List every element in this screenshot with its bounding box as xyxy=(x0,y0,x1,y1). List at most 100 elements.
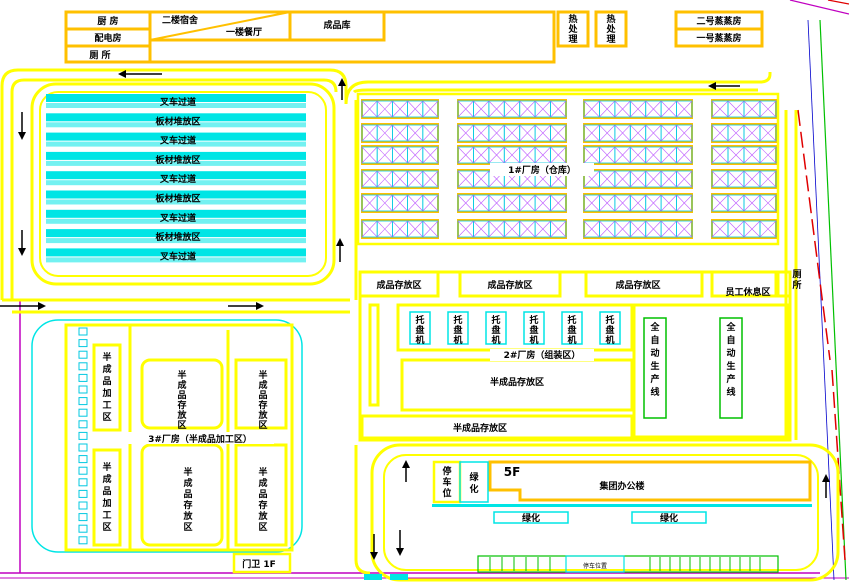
pallet-machine-5-char-1: 托 xyxy=(567,314,576,326)
plant-3-column-boxes xyxy=(78,327,88,545)
auto-line-2-char-5: 产 xyxy=(726,373,735,385)
kitchen-label: 厨 房 xyxy=(97,15,118,27)
rack xyxy=(711,123,777,143)
semi-store-2-char-4: 存 xyxy=(258,399,267,411)
yard-row-label: 叉车过道 xyxy=(159,96,196,108)
auto-line-2-char-2: 自 xyxy=(726,334,735,346)
pallet-machine-1-char-2: 盘 xyxy=(415,324,424,336)
semi-store-2-char-2: 成 xyxy=(258,379,267,391)
processing-top-char-5: 工 xyxy=(102,400,111,411)
semi-store-3-char-3: 品 xyxy=(183,489,192,500)
warehouse-1 xyxy=(356,92,780,246)
heat-treat-2-char-2: 处 xyxy=(605,23,616,35)
rack xyxy=(711,193,777,213)
auto-line-2-char-3: 动 xyxy=(726,348,735,359)
warehouse-racks xyxy=(361,99,777,239)
semi-store-3-char-5: 放 xyxy=(182,510,193,522)
rack xyxy=(361,123,439,143)
pallet-machine: 托盘机 xyxy=(485,311,507,346)
semi-store-3-char-4: 存 xyxy=(183,499,192,511)
semi-store-3-char-1: 半 xyxy=(183,466,192,478)
parking-char-3: 位 xyxy=(442,487,451,499)
semi-store-4-char-3: 品 xyxy=(258,489,267,500)
semi-store-3: 半成品存放区 xyxy=(182,466,193,533)
auto-lines xyxy=(643,317,743,419)
semi-store-3-char-2: 成 xyxy=(183,477,192,489)
yard-row: 板材堆放区 xyxy=(46,151,306,166)
plant-2-title-bg xyxy=(490,349,594,361)
pallet-machine-1-char-1: 托 xyxy=(415,314,424,326)
finished-area-c: 成品存放区 xyxy=(615,279,660,291)
warehouse-title-bg xyxy=(490,163,594,176)
rack xyxy=(361,99,439,119)
semi-store-3-char-6: 区 xyxy=(183,522,192,533)
pallet-machine-3-char-1: 托 xyxy=(491,314,500,326)
rack xyxy=(583,193,693,213)
semi-store-4-char-6: 区 xyxy=(258,522,267,533)
semi-store-4: 半成品存放区 xyxy=(257,466,268,533)
rack xyxy=(457,123,567,143)
plant-3-title-bg xyxy=(124,432,274,444)
pallet-machine-4-char-1: 托 xyxy=(529,314,538,326)
yard-row-label: 叉车过道 xyxy=(159,173,196,185)
plant-2-title: 2#厂房（组装区） xyxy=(504,349,581,361)
rack xyxy=(583,219,693,239)
semi-store-4-char-4: 存 xyxy=(258,499,267,511)
semi-store-4-char-5: 放 xyxy=(257,510,268,522)
pallet-machine: 托盘机 xyxy=(409,311,431,346)
pallet-machine: 托盘机 xyxy=(599,311,621,346)
auto-line-2-char-1: 全 xyxy=(725,321,736,333)
pallet-machine-3-char-2: 盘 xyxy=(491,324,500,336)
rack xyxy=(583,123,693,143)
yard-row-label: 板材堆放区 xyxy=(155,154,200,166)
rack xyxy=(361,219,439,239)
yard-row: 叉车过道 xyxy=(46,132,306,147)
rack xyxy=(361,169,439,189)
rack xyxy=(711,145,777,165)
pallet-machine-6-char-1: 托 xyxy=(605,314,614,326)
auto-line-2-char-4: 生 xyxy=(726,360,735,372)
semi-store-2-char-6: 区 xyxy=(258,420,267,431)
office-area xyxy=(364,443,840,582)
processing-bottom-char-6: 区 xyxy=(102,522,111,533)
parking-char-2: 车 xyxy=(442,476,451,488)
semi-store-2: 半成品存放区 xyxy=(257,369,268,431)
processing-bottom-char-1: 半 xyxy=(102,461,111,473)
semi-store-1-char-6: 区 xyxy=(177,420,186,431)
semi-store-bottom: 半成品存放区 xyxy=(453,422,507,434)
rack xyxy=(583,99,693,119)
bottom-parking-label: 停车位置 xyxy=(583,562,607,570)
processing-top-char-6: 区 xyxy=(102,412,111,423)
direction-arrows xyxy=(0,70,830,560)
rack xyxy=(457,219,567,239)
processing-bottom-char-5: 工 xyxy=(102,510,111,521)
auto-line-1-char-1: 全 xyxy=(649,321,660,333)
yard-row: 板材堆放区 xyxy=(46,190,306,205)
yard-row: 叉车过道 xyxy=(46,248,306,263)
yard-row: 叉车过道 xyxy=(46,209,306,224)
power-room-label: 配电房 xyxy=(94,32,121,44)
rack xyxy=(457,193,567,213)
pallet-machine-1-char-3: 机 xyxy=(415,334,424,346)
semi-store-1: 半成品存放区 xyxy=(176,369,187,431)
semi-store-1-char-4: 存 xyxy=(177,399,186,411)
toilet-top-label: 厕 所 xyxy=(89,49,110,61)
yard-row: 叉车过道 xyxy=(46,171,306,186)
yard-row-label: 板材堆放区 xyxy=(155,193,200,205)
office-building-label: 集团办公楼 xyxy=(598,480,644,492)
finished-store-label: 成品库 xyxy=(323,19,350,31)
semi-store-1-char-1: 半 xyxy=(177,369,186,381)
finished-area-b: 成品存放区 xyxy=(487,279,532,291)
toilet-2-char-1: 厕 xyxy=(792,269,801,280)
finished-area-a: 成品存放区 xyxy=(376,279,421,291)
pallet-machine-5-char-3: 机 xyxy=(567,334,576,346)
pallet-machine-4-char-3: 机 xyxy=(529,334,538,346)
steam-room-1-label: 一号蒸蒸房 xyxy=(696,32,741,44)
yard-row-label: 板材堆放区 xyxy=(155,231,200,243)
board-yard xyxy=(30,82,336,286)
green-v-char-2: 化 xyxy=(469,483,478,495)
heat-treat-1-char-1: 热 xyxy=(568,13,577,25)
